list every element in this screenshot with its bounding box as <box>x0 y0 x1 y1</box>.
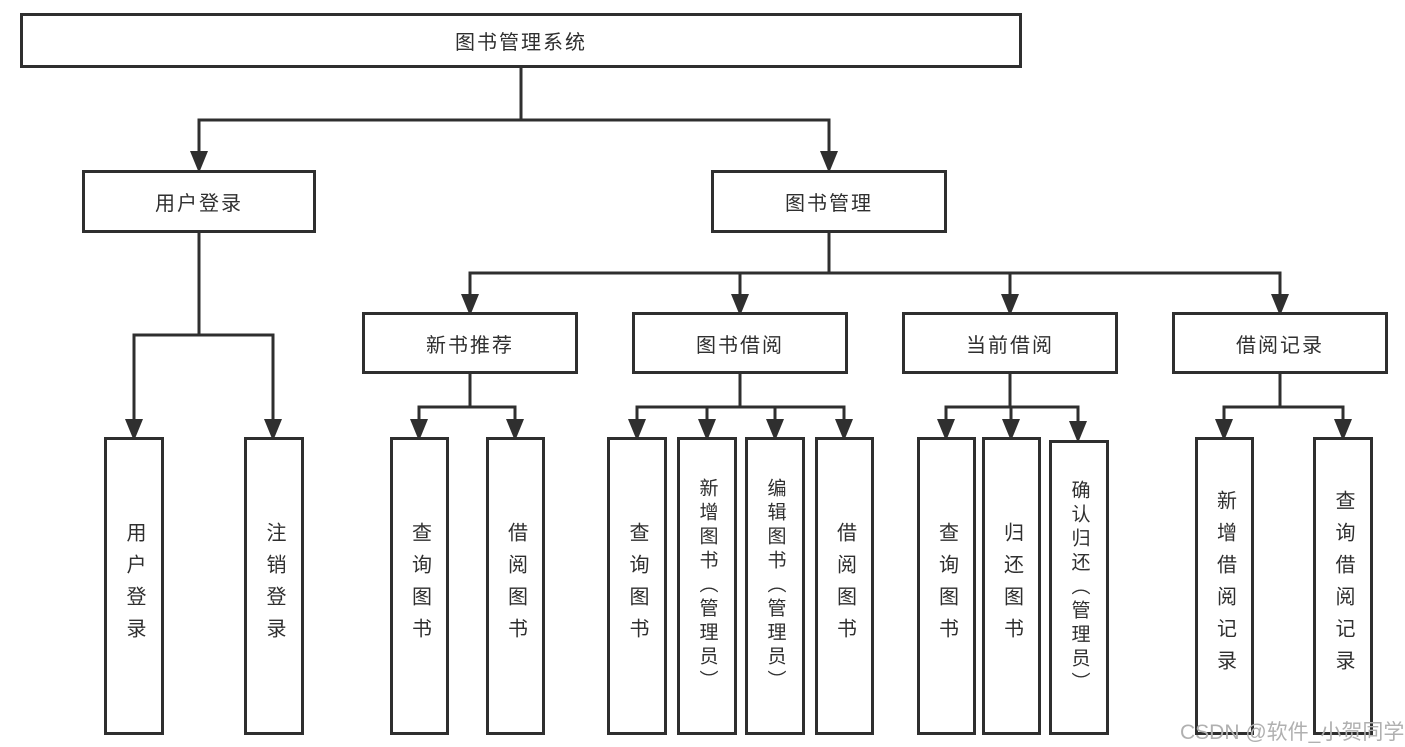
leaf-confirm-return-admin: 确认归还（管理员） <box>1049 440 1109 735</box>
node-label: 查询图书 <box>408 522 431 650</box>
node-label: 图书管理系统 <box>455 32 587 54</box>
node-label: 用户登录 <box>155 193 243 215</box>
leaf-borrow-books-recommend: 借阅图书 <box>486 437 545 735</box>
node-label: 借阅图书 <box>504 522 527 650</box>
leaf-query-borrow-record: 查询借阅记录 <box>1313 437 1373 735</box>
node-label: 注销登录 <box>263 522 285 650</box>
node-label: 查询借阅记录 <box>1332 490 1354 682</box>
node-book-borrowing: 图书借阅 <box>632 312 848 374</box>
node-label: 图书借阅 <box>696 334 784 357</box>
node-library-management-system: 图书管理系统 <box>20 13 1022 68</box>
node-label: 新书推荐 <box>426 334 514 357</box>
leaf-add-books-admin: 新增图书（管理员） <box>677 437 737 735</box>
node-label: 用户登录 <box>123 522 145 650</box>
node-current-borrowing: 当前借阅 <box>902 312 1118 374</box>
leaf-borrow-books: 借阅图书 <box>815 437 874 735</box>
node-label: 当前借阅 <box>966 334 1054 357</box>
node-new-book-recommendation: 新书推荐 <box>362 312 578 374</box>
node-label: 新增图书（管理员） <box>696 478 718 694</box>
leaf-return-books: 归还图书 <box>982 437 1041 735</box>
node-label: 图书管理 <box>785 193 873 215</box>
leaf-query-books-current: 查询图书 <box>917 437 976 735</box>
node-user-login: 用户登录 <box>82 170 316 233</box>
node-borrowing-records: 借阅记录 <box>1172 312 1388 374</box>
leaf-add-borrow-record: 新增借阅记录 <box>1195 437 1254 735</box>
leaf-query-books-borrow: 查询图书 <box>607 437 667 735</box>
node-label: 查询图书 <box>626 522 648 650</box>
node-label: 借阅图书 <box>833 522 856 650</box>
node-label: 查询图书 <box>935 522 958 650</box>
node-label: 编辑图书（管理员） <box>764 478 786 694</box>
node-label: 归还图书 <box>1000 522 1023 650</box>
leaf-query-books-recommend: 查询图书 <box>390 437 449 735</box>
leaf-edit-books-admin: 编辑图书（管理员） <box>745 437 805 735</box>
arrowheads <box>125 151 1352 443</box>
node-book-management: 图书管理 <box>711 170 947 233</box>
node-label: 新增借阅记录 <box>1213 490 1236 682</box>
node-label: 借阅记录 <box>1236 334 1324 357</box>
leaf-user-login: 用户登录 <box>104 437 164 735</box>
node-label: 确认归还（管理员） <box>1068 479 1090 696</box>
csdn-watermark: CSDN @软件_小贺同学 <box>1180 721 1405 744</box>
leaf-logout: 注销登录 <box>244 437 304 735</box>
